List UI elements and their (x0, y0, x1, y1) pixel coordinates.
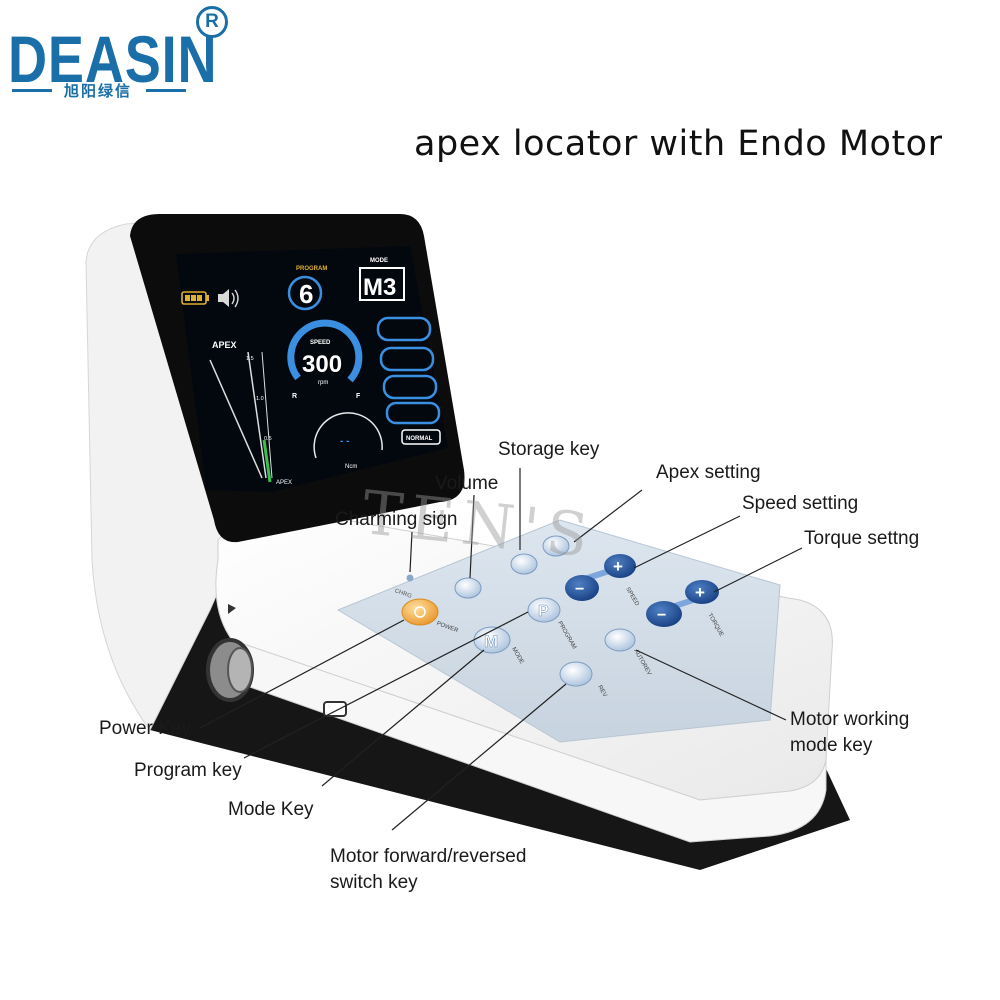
torque-minus-label: − (657, 607, 666, 624)
side-arrow-icon (228, 604, 236, 614)
screen-program-label: PROGRAM (296, 266, 327, 272)
logo-divider-left (12, 89, 52, 92)
callout-motor-switch-line2: switch key (330, 872, 418, 893)
torque-plus-label: + (695, 583, 705, 602)
side-port (323, 701, 347, 717)
apex-scale-mark: 0.5 (264, 436, 272, 442)
apex-scale-mark: 1.5 (246, 356, 254, 362)
screen-mode-value: M3 (363, 274, 396, 301)
program-slot (376, 316, 432, 342)
logo-divider-right (146, 89, 186, 92)
screen-mode-label: MODE (370, 258, 388, 264)
power-icon (414, 606, 426, 618)
torque-plus-key (685, 580, 719, 604)
callout-volume: Volume (435, 473, 499, 494)
normal-mode-label: NORMAL (406, 436, 433, 442)
speed-plus-label: + (613, 557, 623, 576)
screen-program-value: 6 (299, 279, 313, 309)
rev-key (559, 661, 593, 687)
callout-speed-setting: Speed setting (742, 493, 859, 514)
apex-scale-mark: 1.0 (256, 396, 264, 402)
brand-logo: DEASIN (8, 22, 218, 96)
callout-power-key: Power Key (99, 718, 191, 739)
page-title: apex locator with Endo Motor (414, 124, 943, 164)
speed-minus-label: − (575, 581, 584, 598)
callout-mode-key: Mode Key (228, 799, 314, 820)
brand-subtitle: 旭阳绿信 (63, 82, 132, 100)
apex-setting-key (542, 535, 570, 557)
screen-dir-f: F (356, 393, 361, 400)
callout-storage-key: Storage key (498, 439, 600, 460)
callout-lines (199, 468, 803, 831)
screen-speed-unit: rpm (318, 380, 328, 386)
autorev-key (604, 628, 636, 652)
mode-box (359, 267, 405, 301)
speaker-icon (218, 289, 239, 308)
screen-speed-label: SPEED (310, 340, 331, 346)
charging-label: CHRG (394, 588, 413, 600)
program-slot (379, 346, 435, 372)
apex-green-bar (262, 439, 272, 483)
screen-apex-bottom: APEX (276, 480, 292, 486)
screen-torque-value: - - (340, 436, 349, 447)
storage-key (510, 553, 538, 575)
volume-key (454, 577, 482, 599)
speed-plus-key (604, 554, 636, 578)
power-key (401, 598, 439, 626)
apex-graph-line-right (247, 351, 267, 479)
registered-mark-icon: R (196, 6, 228, 38)
device-front-lip (229, 639, 827, 843)
charging-indicator (406, 574, 414, 582)
callout-motor-switch-line1: Motor forward/reversed (330, 846, 527, 867)
speed-minus-key (565, 575, 599, 601)
callout-motor-working-line1: Motor working (790, 709, 910, 730)
callout-apex-setting: Apex setting (656, 462, 761, 483)
callout-charming-sign: Charming sign (335, 509, 458, 530)
apex-scale-line (261, 351, 273, 479)
mode-key-letter: M (484, 632, 498, 651)
program-key-letter: P (538, 603, 549, 620)
torque-arc (313, 412, 383, 459)
program-slot (385, 401, 441, 425)
normal-mode-button (401, 429, 441, 445)
program-slot (382, 374, 438, 400)
callout-program-key: Program key (134, 760, 242, 781)
screen-display (176, 246, 448, 492)
screen-speed-value: 300 (302, 351, 342, 378)
torque-minus-key (646, 601, 682, 627)
screen-dir-r: R (292, 393, 297, 400)
rev-key-label: REV (596, 685, 607, 699)
program-key (527, 597, 561, 623)
battery-icon (181, 291, 209, 305)
program-ring (287, 275, 323, 311)
screen-apex-label: APEX (212, 340, 237, 350)
screen-torque-unit: Ncm (345, 464, 357, 470)
apex-graph-line-left (209, 359, 263, 479)
callout-motor-working-line2: mode key (790, 735, 873, 756)
speed-arc (287, 319, 363, 383)
callout-torque-setting: Torque settng (804, 528, 920, 549)
side-connector-ring (227, 647, 253, 693)
